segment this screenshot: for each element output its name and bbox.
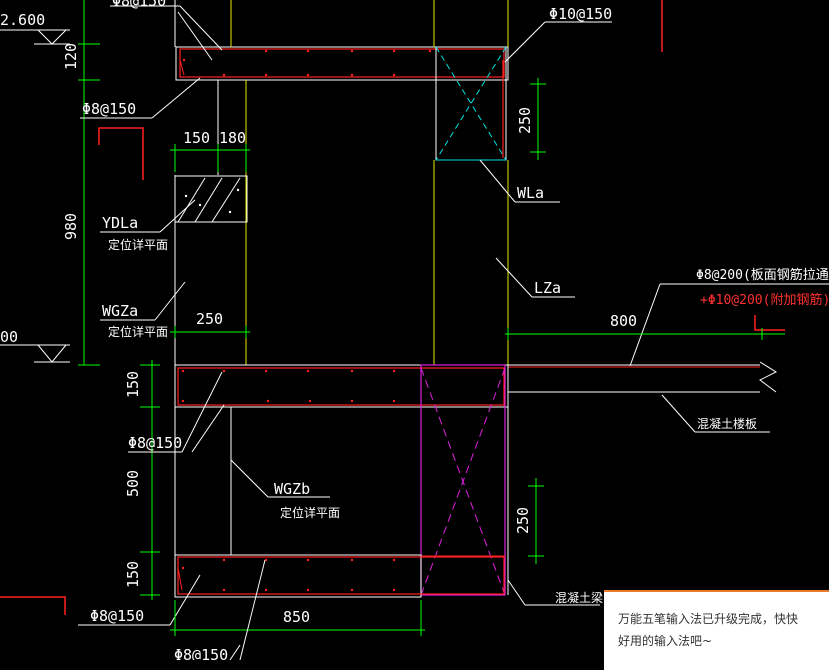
dim-text-850: 850 <box>283 608 310 626</box>
rebar-label-bottom-cut: Φ8@150 <box>174 646 228 660</box>
wla-column-section <box>435 46 507 161</box>
dimension-250-low <box>528 478 544 564</box>
elevation-mark-left <box>0 344 70 363</box>
concrete-slab-label: 混凝土楼板 <box>697 416 757 431</box>
ime-notification-toast[interactable]: 万能五笔输入法已升级完成，快快 好用的输入法吧~ <box>604 590 829 670</box>
column-lines <box>230 0 509 365</box>
concrete-slab-callout <box>661 394 770 433</box>
rebar-label-bottom-left: Φ8@150 <box>90 607 144 625</box>
slab-rebar-callout <box>629 283 829 367</box>
top-beam <box>175 46 509 81</box>
dimension-150-180 <box>170 144 250 172</box>
slab-rebar-label-1: Φ8@200(板面钢筋拉通) <box>696 267 829 283</box>
wgzb-note: 定位详平面 <box>280 505 340 520</box>
bottom-beam-rebar-dots <box>181 558 396 592</box>
red-cut-mark-right <box>754 315 785 331</box>
wgza-note: 定位详平面 <box>108 324 168 339</box>
dim-text-180: 180 <box>219 129 246 147</box>
dim-text-120: 120 <box>62 43 80 70</box>
rebar-label-phi10: Φ10@150 <box>549 5 612 23</box>
mid-beam-rebar-dots <box>181 369 396 403</box>
red-cut-mark-bottom <box>0 596 66 615</box>
dimension-250-mid <box>170 326 250 338</box>
dimension-800 <box>505 328 785 340</box>
dimension-250-top <box>530 78 546 160</box>
elevation-text-top: 2.600 <box>0 11 45 29</box>
top-beam-rebar-dots <box>182 49 432 77</box>
dim-text-250-mid: 250 <box>196 310 223 328</box>
dim-text-250-top: 250 <box>516 107 534 134</box>
rebar-label-top-left: Φ8@150 <box>82 100 136 118</box>
ydla-section <box>174 175 248 223</box>
rebar-callout-top <box>110 5 223 61</box>
concrete-beam-label: 混凝土梁 <box>555 590 603 605</box>
rebar-callout-top-left <box>80 77 201 119</box>
toast-line-2: 好用的输入法吧~ <box>618 634 713 648</box>
wgza-label: WGZa <box>102 302 138 320</box>
wla-callout <box>479 159 560 203</box>
wgzb-callout <box>230 459 330 498</box>
red-cut-mark-top <box>98 0 663 180</box>
dim-text-500: 500 <box>124 470 142 497</box>
ydla-note: 定位详平面 <box>108 237 168 252</box>
dim-text-150-b: 150 <box>124 371 142 398</box>
dimension-850 <box>170 600 425 636</box>
magenta-column-section <box>420 364 506 596</box>
elevation-text-left: 00 <box>0 328 18 346</box>
concrete-beam-callout <box>507 579 600 606</box>
slab-rebar-label-2: +Φ10@200(附加钢筋) <box>700 292 829 308</box>
lower-wall-lines <box>174 407 509 595</box>
wla-label: WLa <box>517 184 544 202</box>
wgzb-label: WGZb <box>274 480 310 498</box>
lza-label: LZa <box>534 279 561 297</box>
dim-text-250-low: 250 <box>514 507 532 534</box>
dimension-left-stack <box>140 360 160 600</box>
mid-beam <box>174 364 509 408</box>
dimension-980 <box>78 0 100 366</box>
wgza-callout <box>100 281 186 321</box>
rebar-callout-mid-left <box>128 371 225 453</box>
rebar-label-mid-left: Φ8@150 <box>128 434 182 452</box>
rebar-label-top-cut: Φ8@150 <box>112 0 166 10</box>
ydla-label: YDLa <box>102 214 138 232</box>
concrete-slab <box>175 361 778 393</box>
dim-text-150-c: 150 <box>124 561 142 588</box>
elevation-mark-top <box>0 29 70 45</box>
bottom-beam <box>174 554 505 598</box>
dim-text-800: 800 <box>610 312 637 330</box>
rebar-callout-bottom-cut <box>229 559 266 660</box>
lza-callout <box>495 257 575 298</box>
toast-line-1: 万能五笔输入法已升级完成，快快 <box>618 612 799 626</box>
rebar-callout-phi10 <box>504 21 612 63</box>
dim-text-150-a: 150 <box>183 129 210 147</box>
ydla-callout <box>100 199 196 233</box>
dim-text-980: 980 <box>62 213 80 240</box>
